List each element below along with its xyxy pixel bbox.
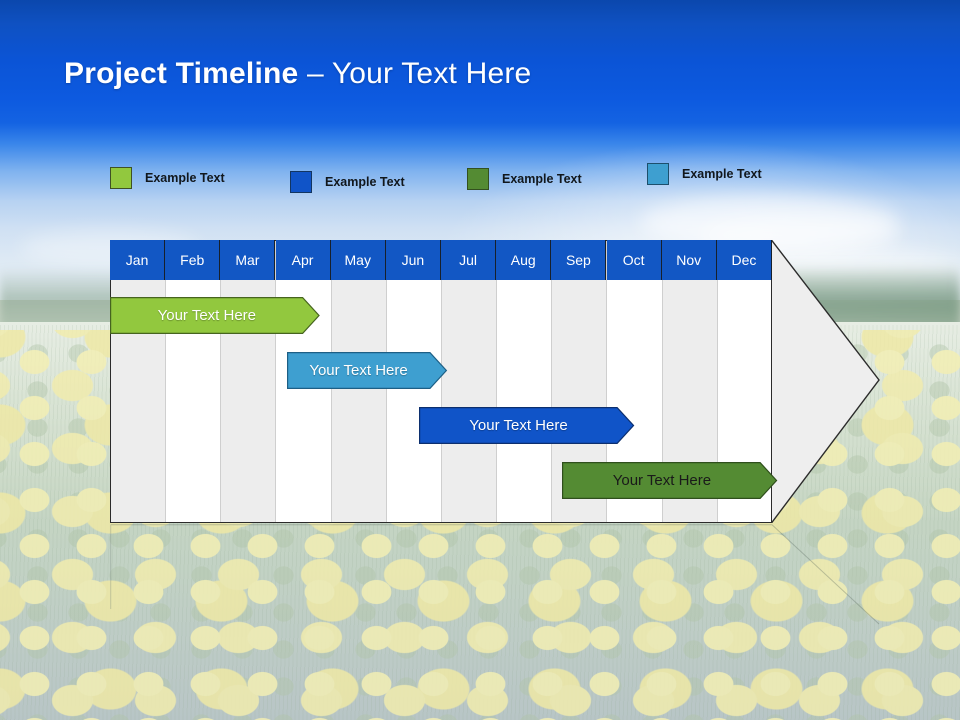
month-header-jan[interactable]: Jan bbox=[110, 240, 166, 280]
timeline-column-mar bbox=[221, 241, 277, 522]
month-header-feb[interactable]: Feb bbox=[165, 240, 221, 280]
gantt-bar-shape bbox=[286, 352, 447, 389]
timeline-column-jun bbox=[387, 241, 442, 522]
month-header-may[interactable]: May bbox=[330, 240, 386, 280]
gantt-bar-label: Your Text Here bbox=[612, 472, 712, 489]
arrow-reflection bbox=[110, 524, 880, 625]
gantt-bar-shape bbox=[110, 297, 320, 334]
legend-swatch bbox=[290, 171, 312, 193]
legend-item[interactable]: Example Text bbox=[290, 171, 405, 193]
legend-swatch bbox=[467, 168, 489, 190]
month-header-nov[interactable]: Nov bbox=[661, 240, 717, 280]
month-header-aug[interactable]: Aug bbox=[496, 240, 552, 280]
gantt-bar-label: Your Text Here bbox=[469, 417, 568, 434]
gantt-bar-2[interactable]: Your Text Here bbox=[286, 352, 447, 389]
month-header-jul[interactable]: Jul bbox=[441, 240, 497, 280]
month-header-jun[interactable]: Jun bbox=[385, 240, 441, 280]
timeline-column-jan bbox=[111, 241, 167, 522]
page-title: Project Timeline – Your Text Here bbox=[64, 57, 531, 91]
gantt-bar-3[interactable]: Your Text Here bbox=[418, 407, 635, 444]
legend-swatch bbox=[647, 163, 669, 185]
title-separator: – bbox=[298, 57, 332, 90]
cloud bbox=[640, 196, 900, 248]
month-header-sep[interactable]: Sep bbox=[551, 240, 607, 280]
month-header-apr[interactable]: Apr bbox=[275, 240, 331, 280]
gantt-bar-1[interactable]: Your Text Here bbox=[110, 297, 320, 334]
month-header-oct[interactable]: Oct bbox=[606, 240, 662, 280]
gantt-bar-shape bbox=[418, 407, 635, 444]
gantt-bar-label: Your Text Here bbox=[157, 307, 257, 324]
timeline-column-aug bbox=[497, 241, 553, 522]
legend-item[interactable]: Example Text bbox=[467, 168, 582, 190]
timeline-column-oct bbox=[608, 241, 663, 522]
title-strong: Project Timeline bbox=[64, 57, 299, 90]
legend-item[interactable]: Example Text bbox=[647, 163, 762, 185]
month-header-dec[interactable]: Dec bbox=[716, 240, 772, 280]
legend-swatch bbox=[110, 167, 132, 189]
timeline-column-feb bbox=[166, 241, 222, 522]
gantt-bar-label: Your Text Here bbox=[309, 362, 408, 379]
gantt-bar-shape bbox=[562, 462, 778, 499]
legend-label: Example Text bbox=[502, 172, 582, 186]
gantt-bar-4[interactable]: Your Text Here bbox=[562, 462, 778, 499]
month-header-mar[interactable]: Mar bbox=[220, 240, 276, 280]
timeline-column-jul bbox=[442, 241, 498, 522]
legend-label: Example Text bbox=[325, 175, 405, 189]
title-light: Your Text Here bbox=[331, 57, 532, 90]
legend-label: Example Text bbox=[682, 167, 762, 181]
legend-label: Example Text bbox=[145, 171, 225, 185]
legend-item[interactable]: Example Text bbox=[110, 167, 225, 189]
